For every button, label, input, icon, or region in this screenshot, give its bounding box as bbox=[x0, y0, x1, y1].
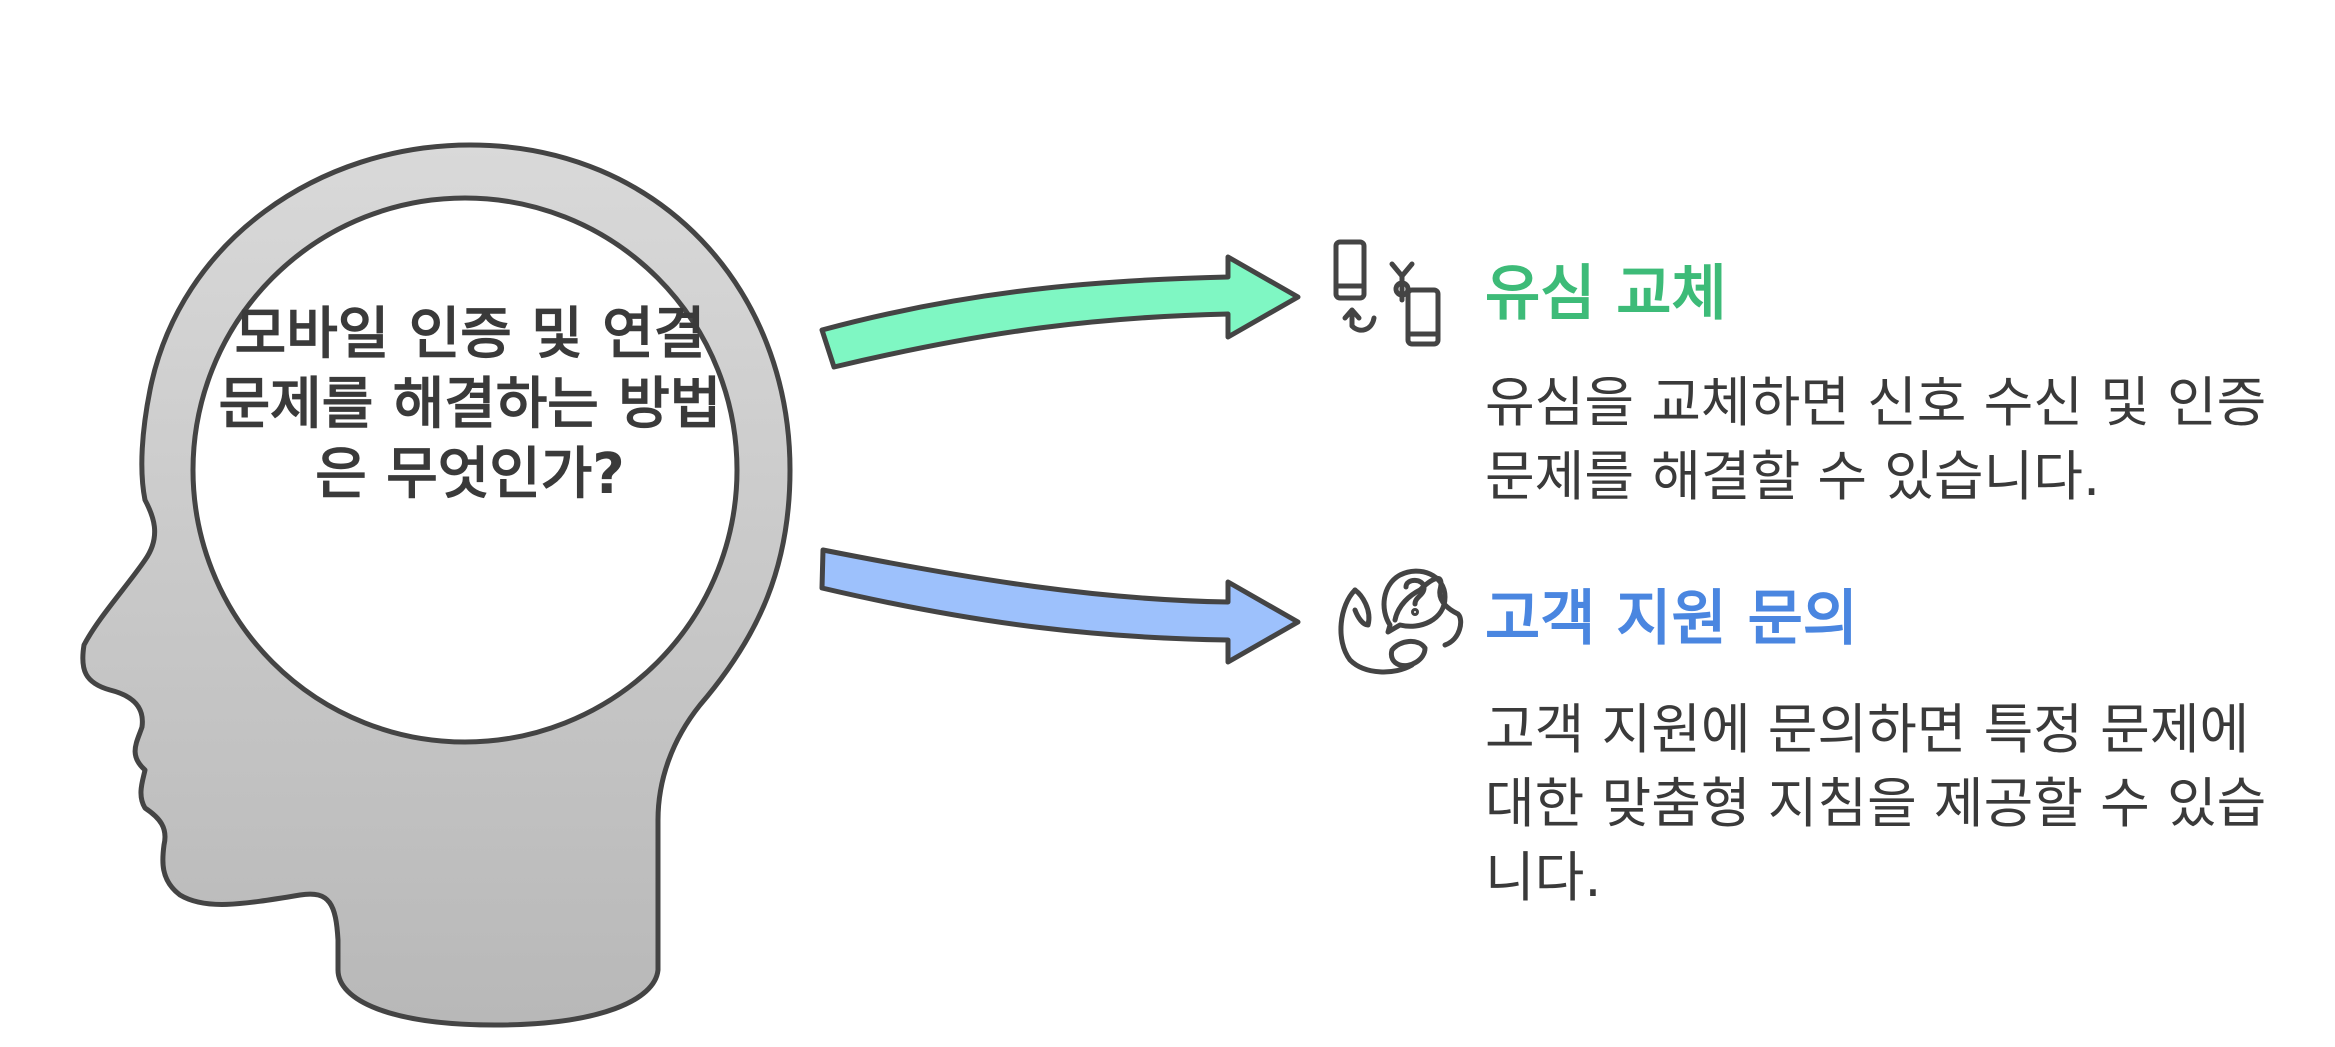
arrow-to-customer-support bbox=[822, 550, 1298, 662]
option-title-sim-swap: 유심 교체 bbox=[1485, 258, 1727, 330]
sim-swap-icon bbox=[1336, 242, 1438, 344]
customer-support-icon bbox=[1341, 571, 1461, 672]
arrow-to-sim-swap bbox=[822, 257, 1298, 367]
option-description-customer-support: 고객 지원에 문의하면 특정 문제에 대한 맞춤형 지침을 제공할 수 있습니다… bbox=[1485, 693, 2305, 915]
option-description-sim-swap: 유심을 교체하면 신호 수신 및 인증 문제를 해결할 수 있습니다. bbox=[1485, 366, 2305, 514]
option-title-customer-support: 고객 지원 문의 bbox=[1485, 583, 1858, 655]
central-question: 모바일 인증 및 연결 문제를 해결하는 방법은 무엇인가? bbox=[210, 300, 730, 510]
